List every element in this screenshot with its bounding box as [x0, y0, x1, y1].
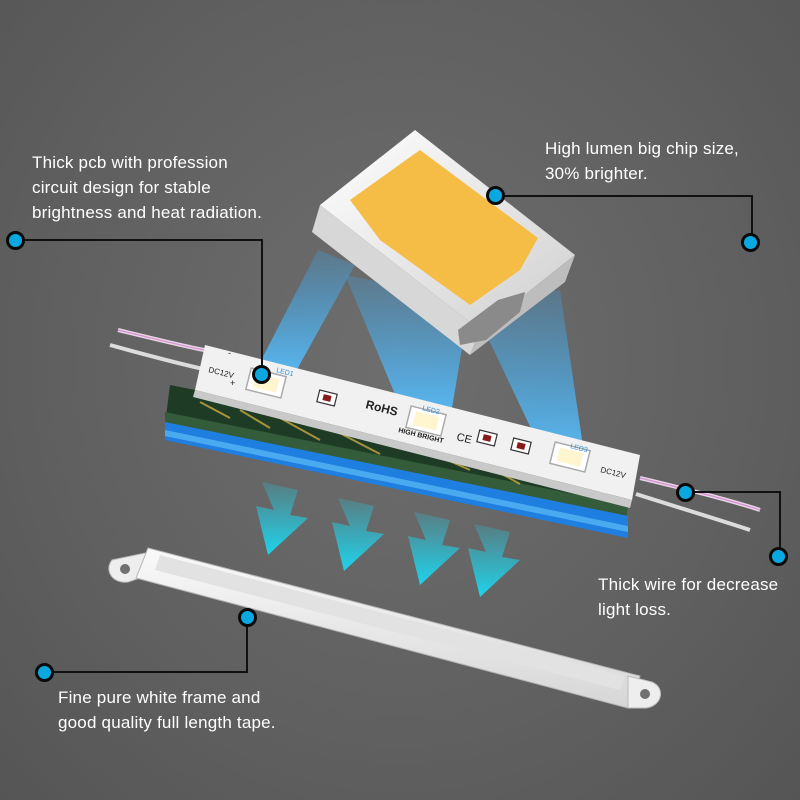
pcb-caption-line-1: Thick pcb with profession — [32, 153, 228, 172]
chip-caption-line-1: High lumen big chip size, — [545, 139, 739, 158]
chip-caption: High lumen big chip size, 30% brighter. — [545, 136, 739, 186]
callout-lines — [22, 195, 781, 673]
frame-caption-line-2: good quality full length tape. — [58, 713, 276, 732]
led-module: RoHS HIGH BRIGHT CE LED1 LED2 LED3 DC12V… — [193, 345, 640, 508]
led1-label: LED1 — [276, 367, 295, 378]
frame-caption-line-1: Fine pure white frame and — [58, 688, 261, 707]
wire-text-dot — [769, 547, 788, 566]
frame-callout-dot — [238, 608, 257, 627]
pcb-board — [165, 385, 630, 538]
pcb-caption: Thick pcb with profession circuit design… — [32, 150, 262, 225]
pcb-callout-dot — [6, 231, 25, 250]
down-arrows — [256, 482, 520, 597]
wire-caption: Thick wire for decrease light loss. — [598, 572, 778, 622]
led2-label: LED2 — [422, 405, 441, 416]
plus-label: + — [230, 378, 235, 388]
pcb-caption-line-3: brightness and heat radiation. — [32, 203, 262, 222]
frame-text-dot — [35, 663, 54, 682]
minus-label: - — [228, 348, 231, 358]
led1-callout-dot — [252, 365, 271, 384]
frame-caption: Fine pure white frame and good quality f… — [58, 685, 276, 735]
wire-caption-line-1: Thick wire for decrease — [598, 575, 779, 594]
wire-callout-dot — [676, 483, 695, 502]
chip-text-dot — [741, 233, 760, 252]
chip-caption-line-2: 30% brighter. — [545, 164, 648, 183]
led3-label: LED3 — [570, 443, 589, 454]
white-frame — [108, 547, 661, 709]
smd-chip — [312, 130, 575, 355]
wire-caption-line-2: light loss. — [598, 600, 672, 619]
ce-label: CE — [455, 431, 473, 446]
pcb-caption-line-2: circuit design for stable — [32, 178, 211, 197]
chip-callout-dot — [486, 186, 505, 205]
